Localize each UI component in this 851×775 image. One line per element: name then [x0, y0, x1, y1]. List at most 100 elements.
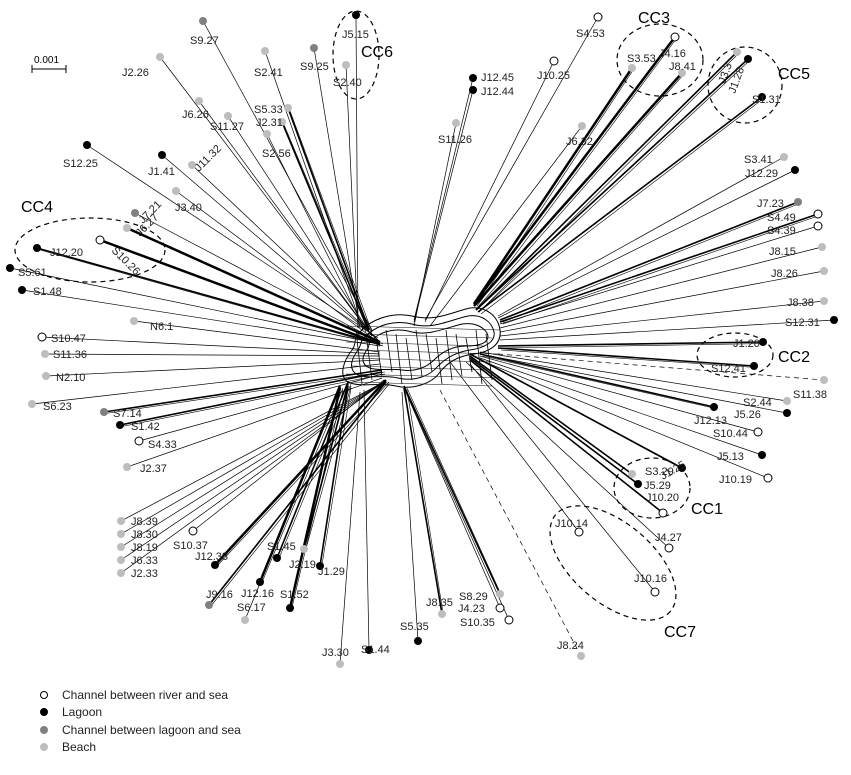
sample-node: [574, 527, 584, 537]
sample-node: [263, 130, 271, 138]
sample-node: [117, 530, 125, 538]
sample-label: S2.40: [333, 77, 362, 89]
sample-node: [628, 470, 636, 478]
sample-label: J1.29: [318, 566, 345, 578]
sample-label: S10.37: [173, 540, 208, 552]
sample-label: S11.38: [793, 389, 827, 401]
network-edge-parallel: [321, 387, 352, 568]
sample-node: [791, 166, 799, 174]
network-edge: [479, 353, 715, 408]
network-edge: [134, 212, 381, 343]
sample-node: [783, 397, 791, 405]
sample-label: J12.13: [694, 415, 727, 427]
sample-label: J1.20: [733, 338, 760, 350]
sample-node: [759, 338, 767, 346]
sample-label: S12.31: [785, 317, 820, 329]
legend-marker: [40, 690, 48, 699]
sample-label: J5.13: [717, 451, 744, 463]
sample-node: [352, 11, 360, 19]
sample-node: [286, 604, 294, 612]
network-edge: [424, 16, 599, 321]
network-edge: [479, 357, 763, 456]
sample-label: J10.14: [555, 518, 588, 530]
network-core-ring: [351, 315, 495, 380]
sample-node: [28, 400, 36, 408]
sample-label: S4.53: [576, 28, 605, 40]
network-edge: [119, 371, 383, 426]
network-edge: [424, 60, 555, 323]
network-edge-parallel: [476, 74, 684, 309]
network-edge: [403, 387, 501, 609]
sample-label: J4.27: [655, 532, 682, 544]
network-edge: [477, 96, 763, 313]
sample-node: [763, 473, 773, 483]
network-edge: [403, 385, 501, 595]
sample-node: [365, 646, 373, 654]
network-edge: [161, 154, 379, 341]
network-edge: [276, 381, 349, 559]
network-edge-parallel: [105, 371, 386, 414]
sample-label: J10.19: [719, 474, 752, 486]
sample-node: [783, 409, 791, 417]
sample-label: J12.44: [481, 86, 514, 98]
sample-label: S8.29: [459, 591, 488, 603]
network-edge: [499, 225, 819, 325]
network-edge: [258, 385, 342, 583]
network-edge-parallel: [480, 98, 764, 315]
network-edge-parallel: [283, 123, 373, 335]
sample-label: S5.35: [400, 621, 429, 633]
network-edge: [479, 355, 759, 433]
sample-label: J8.19: [131, 542, 158, 554]
sample-label: S2.41: [254, 67, 283, 79]
sample-label: J8.24: [557, 640, 584, 652]
sample-label: S1.48: [33, 286, 62, 298]
network-core-link: [445, 329, 453, 381]
sample-node: [273, 554, 281, 562]
sample-label: J6.26: [182, 109, 209, 121]
network-edge: [303, 383, 349, 550]
sample-node: [188, 161, 196, 169]
network-edge: [339, 391, 361, 665]
sample-label: S2.44: [743, 397, 772, 409]
sample-label: J8.15: [769, 246, 796, 258]
sample-node: [316, 562, 324, 570]
sample-label: J12.38: [195, 551, 228, 563]
sample-node: [753, 427, 763, 437]
sample-label: J9.16: [206, 589, 233, 601]
sample-node: [156, 53, 164, 61]
sample-node: [813, 221, 823, 231]
network-edge: [413, 122, 457, 327]
sample-node: [780, 153, 788, 161]
network-edge: [175, 190, 379, 343]
network-edge: [214, 379, 387, 566]
sample-label: S9.25: [300, 61, 329, 73]
network-edge: [198, 100, 373, 337]
network-edge: [208, 381, 387, 606]
sample-label: S1.52: [280, 589, 309, 601]
sample-label: J6.33: [131, 555, 158, 567]
sample-node: [578, 122, 586, 130]
sample-label: J4.16: [659, 48, 686, 60]
legend: Channel between river and sea Lagoon Cha…: [40, 686, 241, 756]
scale-bar: 0.001: [31, 55, 67, 73]
sample-label: J8.35: [426, 597, 453, 609]
legend-item: Beach: [40, 739, 241, 757]
network-core-link: [345, 341, 485, 347]
network-edge: [103, 369, 383, 413]
legend-item: Lagoon: [40, 704, 241, 722]
sample-node: [158, 151, 166, 159]
sample-node: [820, 297, 828, 305]
sample-node: [577, 652, 585, 660]
cluster-label: CC3: [638, 10, 670, 27]
sample-label: S1.44: [361, 644, 390, 656]
sample-node: [211, 561, 219, 569]
sample-node: [658, 508, 668, 518]
legend-label: Beach: [62, 740, 97, 755]
network-core-link: [455, 333, 463, 377]
network-edge-parallel: [502, 215, 820, 325]
sample-label: N6.1: [150, 321, 173, 333]
sample-node: [678, 69, 686, 77]
